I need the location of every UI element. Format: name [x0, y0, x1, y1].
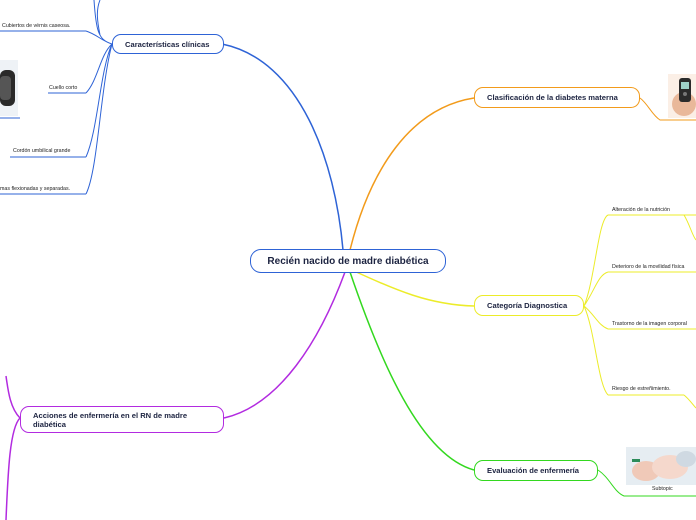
topic-acciones[interactable]: Acciones de enfermería en el RN de madre… — [20, 406, 224, 433]
connector-clasificacion — [350, 98, 474, 250]
newborn-image — [626, 447, 696, 485]
subtopic-flexionadas-label: mas flexionadas y separadas. — [0, 186, 70, 192]
topic-evaluacion-label: Evaluación de enfermería — [487, 466, 579, 475]
subtopic-estrenimiento[interactable]: Riesgo de estreñimiento. — [612, 386, 671, 393]
subtopic-cuello[interactable]: Cuello corto — [49, 85, 77, 92]
subtopic-underlines-yellow — [608, 215, 696, 395]
central-topic[interactable]: Recién nacido de madre diabética — [250, 249, 446, 273]
topic-clasificacion[interactable]: Clasificación de la diabetes materna — [474, 87, 640, 108]
subtopic-nutricion[interactable]: Alteración de la nutrición — [612, 207, 670, 214]
topic-categoria-label: Categoría Diagnostica — [487, 301, 567, 310]
topic-acciones-label: Acciones de enfermería en el RN de madre… — [33, 411, 211, 429]
subtopic-imagen-label: Trastorno de la imagen corporal — [612, 321, 687, 327]
topic-caracteristicas[interactable]: Características clínicas — [112, 34, 224, 54]
glucometer-image — [668, 74, 696, 118]
topic-caracteristicas-label: Características clínicas — [125, 40, 209, 49]
subtopic-cuello-label: Cuello corto — [49, 85, 77, 91]
subtopic-movilidad-label: Deterioro de la movilidad física — [612, 264, 684, 270]
subtopic-evaluacion-label: Subtopic — [652, 486, 673, 492]
subtopic-cordon[interactable]: Cordón umbilical grande — [13, 148, 70, 155]
connector-acciones — [224, 272, 345, 418]
topic-evaluacion[interactable]: Evaluación de enfermería — [474, 460, 598, 481]
connector-evaluacion — [350, 272, 474, 470]
subtopic-flexionadas[interactable]: mas flexionadas y separadas. — [0, 186, 70, 193]
connector-caracteristicas — [222, 44, 343, 250]
subtopic-evaluacion[interactable]: Subtopic — [652, 486, 673, 493]
subtopic-movilidad[interactable]: Deterioro de la movilidad física — [612, 264, 684, 271]
connector-caracteristicas-subs — [86, 0, 112, 194]
watch-image — [0, 60, 18, 116]
connector-acciones-subs — [6, 376, 20, 520]
connector-categoria — [352, 270, 474, 306]
subtopic-estrenimiento-label: Riesgo de estreñimiento. — [612, 386, 671, 392]
connector-categoria-tails — [684, 215, 696, 408]
subtopic-vernix-label: Cubiertos de vérnis caseosa. — [2, 23, 70, 29]
central-topic-label: Recién nacido de madre diabética — [267, 256, 428, 267]
topic-categoria[interactable]: Categoría Diagnostica — [474, 295, 584, 316]
connector-categoria-subs — [584, 215, 608, 395]
subtopic-nutricion-label: Alteración de la nutrición — [612, 207, 670, 213]
topic-clasificacion-label: Clasificación de la diabetes materna — [487, 93, 618, 102]
subtopic-imagen[interactable]: Trastorno de la imagen corporal — [612, 321, 687, 328]
subtopic-cordon-label: Cordón umbilical grande — [13, 148, 70, 154]
subtopic-vernix[interactable]: Cubiertos de vérnis caseosa. — [2, 23, 70, 30]
